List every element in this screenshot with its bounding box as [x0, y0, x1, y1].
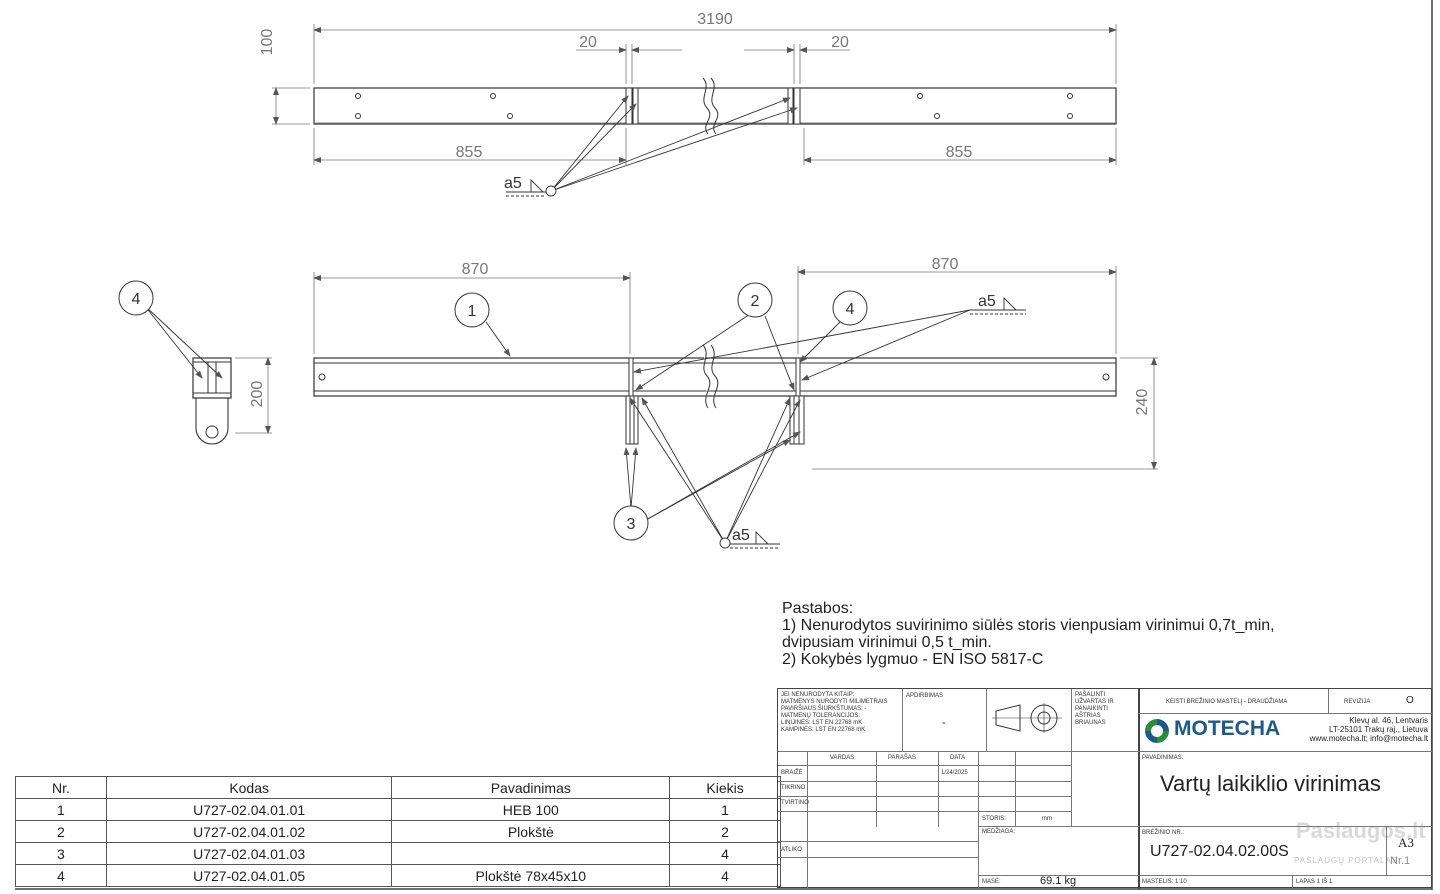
bom-cell: 1: [15, 798, 107, 821]
pavadinimas-label: PAVADINIMAS:: [1142, 755, 1184, 761]
balloon-4b: [832, 290, 868, 326]
weld-bottom: a5: [732, 527, 750, 544]
front-view: [313, 266, 1158, 549]
balloon-3-label: 3: [627, 516, 636, 533]
drawing-title: Vartų laikiklio virinimas: [1160, 771, 1381, 796]
deburr-note: PAŠALINTI UŽVARTAS IR PANAIKINTI AŠTRIAS…: [1075, 692, 1114, 726]
sheet-number: Nr.1: [1390, 855, 1411, 867]
balloon-4b-label: 4: [846, 301, 855, 318]
dim-front-left: 870: [462, 261, 489, 278]
notes-title: Pastabos:: [782, 600, 854, 617]
balloon-4a: [118, 280, 154, 316]
bom-cell: 1: [669, 798, 781, 821]
dim-front-right: 870: [932, 256, 959, 273]
company-name: MOTECHA: [1174, 717, 1281, 740]
mastelis: MASTELIS: 1:10: [1142, 879, 1187, 885]
notes: Pastabos: 1) Nenurodytos suvirinimo siūl…: [782, 600, 1382, 668]
mase-value: 69.1 kg: [1040, 875, 1077, 887]
bom-cell: U727-02.04.01.02: [105, 820, 393, 843]
apdirbimas-value: -: [942, 717, 946, 729]
dim-top-right: 855: [946, 144, 973, 161]
dim-front-height: 240: [1134, 389, 1151, 416]
bom-cell: U727-02.04.01.03: [105, 842, 393, 865]
date-value: 1/24/2025: [941, 770, 968, 776]
bom-table: Nr. Kodas Pavadinimas Kiekis 1 U727-02.0…: [15, 776, 781, 887]
storis-unit: mm: [1042, 816, 1052, 822]
revizija-value: O: [1406, 695, 1414, 706]
mase-label: MASĖ:: [982, 879, 1001, 885]
bom-cell: 3: [15, 842, 107, 865]
bom-cell: 2: [15, 820, 107, 843]
weld-right: a5: [978, 293, 996, 310]
bom-cell: Plokštė 78x45x10: [391, 864, 671, 887]
revizija-label: REVIZIJA: [1344, 699, 1371, 705]
dim-overall: 3190: [697, 11, 733, 28]
sheet-size: A3: [1398, 835, 1414, 850]
bom-header-row: Nr. Kodas Pavadinimas Kiekis: [15, 776, 781, 799]
bom-cell: [391, 842, 671, 865]
top-view: [272, 24, 1117, 197]
apdirbimas-label: APDIRBIMAS: [906, 693, 944, 699]
bom-header: Pavadinimas: [391, 776, 671, 799]
drawing-number: U727-02.04.02.00S: [1150, 843, 1289, 860]
bom-header: Nr.: [15, 776, 107, 799]
col-data: DATA: [950, 755, 966, 761]
dim-side-height: 200: [249, 381, 266, 408]
col-vardas: VARDAS: [830, 755, 855, 761]
bom-cell: 4: [669, 842, 781, 865]
col-parasas: PARAŠAS: [888, 755, 916, 761]
balloon-3: [613, 505, 649, 541]
bom-cell: 4: [15, 864, 107, 887]
row-atliko: ATLIKO: [781, 847, 802, 853]
dim-gap-left: 20: [579, 34, 597, 51]
title-block: JEI NENURODYTA KITAIP: MATMENYS NURODYTI…: [777, 688, 1433, 889]
bom-row: 2 U727-02.04.01.02 Plokštė 2: [15, 820, 781, 843]
storis-label: STORIS:: [982, 816, 1006, 822]
weld-top: a5: [504, 175, 522, 192]
balloon-2-label: 2: [751, 293, 760, 310]
bom-cell: 4: [669, 864, 781, 887]
watermark-sub: PASLAUGŲ PORTALAS: [1294, 856, 1399, 865]
balloon-1-label: 1: [468, 303, 477, 320]
scale-warning: KEISTI BRĖŽINIO MASTELĮ - DRAUDŽIAMA: [1166, 699, 1288, 705]
bom-cell: 2: [669, 820, 781, 843]
row-tikrino: TIKRINO: [781, 785, 806, 791]
bom-cell: Plokštė: [391, 820, 671, 843]
notes-line-3: 2) Kokybės lygmuo - EN ISO 5817-C: [782, 651, 1044, 668]
row-tvirtino: TVIRTINO: [781, 800, 809, 806]
projection-symbol-icon: [992, 703, 1062, 733]
motecha-logo-icon: [1145, 719, 1169, 743]
dim-top-height: 100: [259, 29, 276, 56]
general-note: JEI NENURODYTA KITAIP: MATMENYS NURODYTI…: [781, 692, 888, 733]
bom-row: 3 U727-02.04.01.03 4: [15, 842, 781, 865]
bom-cell: U727-02.04.01.01: [105, 798, 393, 821]
watermark: Paslaugos.lt: [1296, 818, 1426, 843]
brezinio-label: BRĖŽINIO NR.:: [1142, 830, 1185, 836]
bom-cell: HEB 100: [391, 798, 671, 821]
bom-header: Kiekis: [669, 776, 781, 799]
dim-top-left: 855: [456, 144, 483, 161]
side-view: [144, 305, 272, 445]
dim-gap-right: 20: [831, 34, 849, 51]
notes-line-2: dvipusiam virinimui 0,5 t_min.: [782, 634, 992, 651]
bom-row: 4 U727-02.04.01.05 Plokštė 78x45x10 4: [15, 864, 781, 887]
balloon-1: [454, 292, 490, 328]
lapas: LAPAS 1 IŠ 1: [1296, 879, 1333, 885]
bom-cell: U727-02.04.01.05: [105, 864, 393, 887]
bom-header: Kodas: [105, 776, 393, 799]
company-address: Klevų al. 46, Lentvaris LT-25101 Trakų r…: [1309, 716, 1428, 743]
medziaga-label: MEDŽIAGA:: [982, 829, 1016, 835]
row-braize: BRAIŽĖ: [781, 770, 803, 776]
balloon-2: [737, 282, 773, 318]
balloon-4a-label: 4: [132, 291, 141, 308]
bom-row: 1 U727-02.04.01.01 HEB 100 1: [15, 798, 781, 821]
notes-line-1: 1) Nenurodytos suvirinimo siūlės storis …: [782, 617, 1275, 634]
